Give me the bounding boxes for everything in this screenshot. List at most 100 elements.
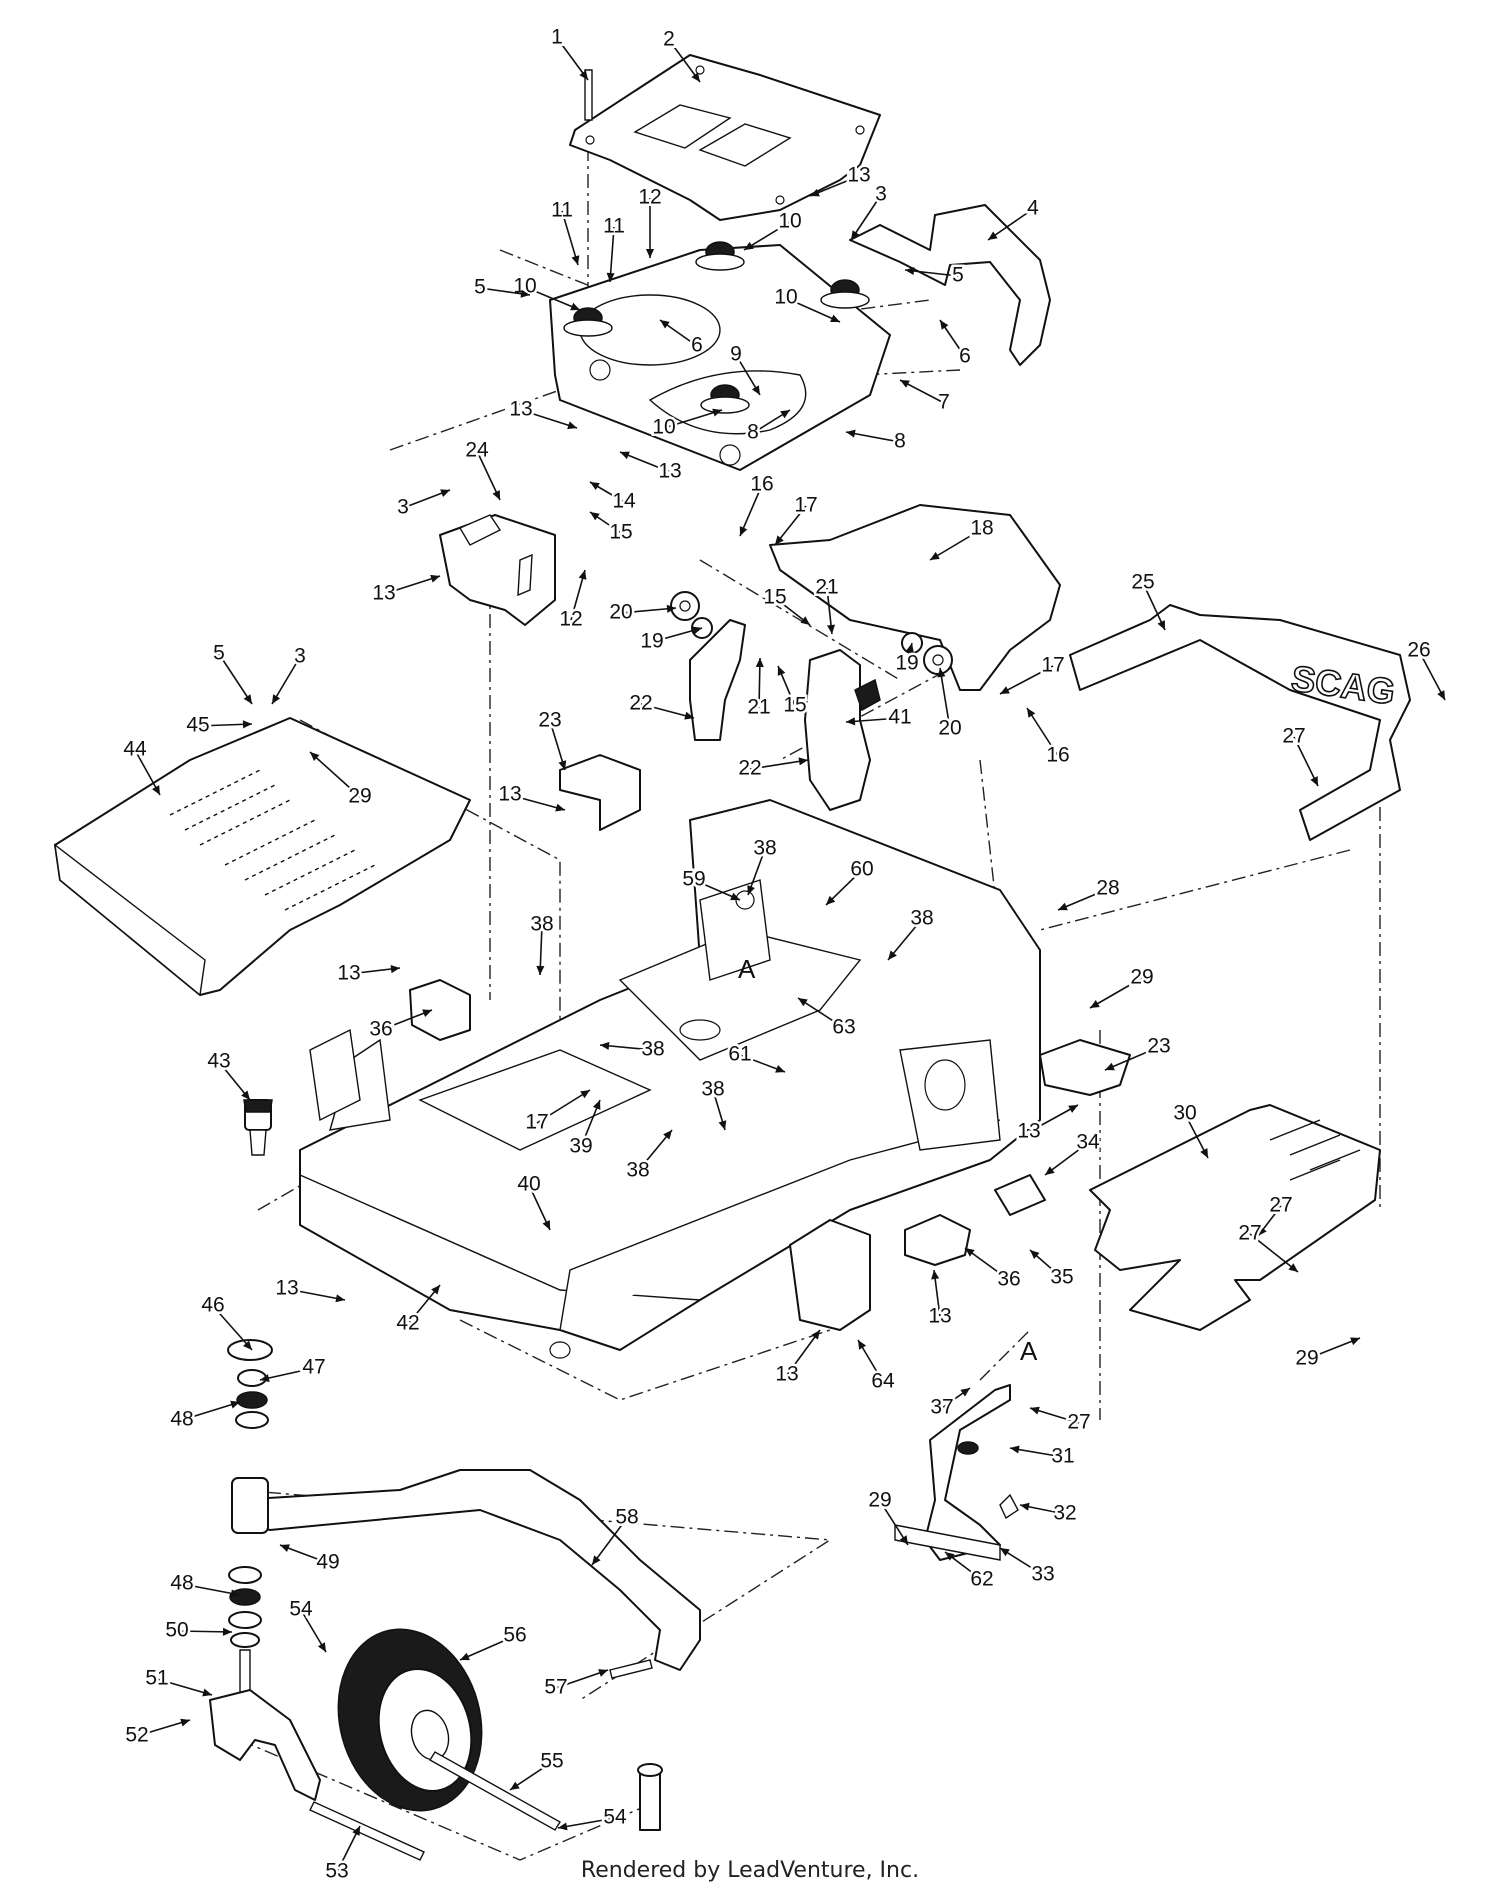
callout-arrowhead [1105, 1062, 1115, 1071]
callout-arrowhead [520, 289, 530, 298]
callout-arrowhead [180, 1718, 190, 1727]
callout-number: 6 [959, 345, 971, 368]
callout-number: 38 [641, 1038, 664, 1061]
callout-number: 25 [1131, 571, 1154, 594]
callout-arrowhead [900, 380, 910, 388]
callout-leader [609, 226, 615, 283]
callout-arrowhead [578, 570, 587, 580]
callout-number: 11 [603, 215, 625, 238]
callout-leader [520, 409, 578, 429]
callout-leader [987, 208, 1034, 241]
callout-number: 33 [1031, 1563, 1054, 1586]
callout-number: 19 [640, 630, 663, 653]
callout-arrowhead [317, 1642, 326, 1652]
callout-number: 49 [316, 1551, 339, 1574]
seat-plate-top [569, 54, 881, 221]
callout-arrowhead [571, 255, 580, 265]
callout-arrowhead [598, 1669, 608, 1677]
callout-number: 38 [753, 837, 776, 860]
callout-number: 15 [609, 521, 632, 544]
callout-leader [1028, 1104, 1079, 1133]
callout-arrowhead [846, 429, 856, 438]
callout-number: 13 [658, 460, 681, 483]
callout-number: 15 [783, 694, 806, 717]
callout-leader [561, 210, 579, 266]
callout-arrowhead [937, 668, 946, 678]
callout-number: 51 [145, 1667, 168, 1690]
callout-arrowhead [620, 451, 630, 460]
callout-number: 4 [1027, 197, 1039, 220]
callout-number: 30 [1173, 1102, 1196, 1125]
callout-number: 19 [895, 652, 918, 675]
callout-number: 18 [970, 517, 993, 540]
callout-arrowhead [851, 230, 860, 240]
callout-arrowhead [280, 1544, 290, 1552]
callout-arrowhead [1437, 690, 1445, 700]
callout-leader [1104, 1046, 1160, 1071]
seat-brackets [689, 619, 881, 811]
callout-arrowhead [718, 1120, 727, 1130]
caster-wheel [337, 1628, 483, 1812]
callout-number: 27 [1067, 1411, 1090, 1434]
callout-number: 61 [728, 1043, 751, 1066]
ref-label-frame: A [738, 954, 756, 984]
callout-arrowhead [800, 616, 810, 625]
callout-number: 37 [930, 1396, 953, 1419]
callout-number: 13 [775, 1363, 798, 1386]
callout-arrowhead [202, 1688, 212, 1697]
callout-number: 20 [938, 717, 961, 740]
callout-arrowhead [751, 385, 760, 395]
callout-number: 13 [847, 164, 870, 187]
callout-number: 21 [747, 696, 770, 719]
callout-number: 13 [1017, 1120, 1040, 1143]
callout-leader [271, 656, 301, 705]
callout-leader [939, 667, 951, 730]
callout-arrowhead [1000, 686, 1010, 694]
callout-number: 3 [294, 645, 306, 668]
callout-leader [845, 717, 901, 723]
callout-arrowhead [684, 711, 694, 720]
callout-leader [380, 1009, 433, 1031]
callout-number: 7 [938, 391, 950, 414]
callout-number: 38 [530, 913, 553, 936]
callout-arrowhead [422, 1009, 432, 1018]
callout-leader [509, 794, 566, 811]
callout-number: 23 [1147, 1035, 1170, 1058]
callout-arrowhead [242, 720, 252, 729]
callout-arrowhead [542, 1220, 550, 1230]
callout-number: 10 [774, 286, 797, 309]
callout-arrowhead [945, 1552, 955, 1561]
callout-number: 17 [525, 1111, 548, 1134]
callout-arrowhead [1027, 708, 1036, 718]
caster-arm [231, 1469, 701, 1831]
callout-arrowhead [579, 70, 588, 80]
callout-leader [555, 1669, 609, 1689]
callout-number: 16 [750, 473, 773, 496]
callout-arrowhead [1068, 1105, 1078, 1113]
callout-arrowhead [152, 785, 160, 795]
callout-arrowhead [775, 535, 784, 545]
callout-arrowhead [780, 410, 790, 419]
callout-arrowhead [590, 512, 600, 521]
callout-number: 40 [517, 1173, 540, 1196]
callout-leader [1306, 1337, 1361, 1360]
callout-arrowhead [1020, 1502, 1030, 1511]
callout-arrowhead [431, 1285, 440, 1295]
callout-arrowhead [1045, 1166, 1055, 1175]
callout-arrowhead [930, 551, 940, 560]
callout-leader [999, 665, 1054, 695]
callout-leader [1293, 736, 1319, 787]
callout-leader [181, 1583, 241, 1596]
callout-number: 27 [1282, 725, 1305, 748]
callout-arrowhead [739, 526, 748, 536]
callout-arrowhead [1288, 1263, 1298, 1272]
callout-arrowhead [590, 482, 600, 491]
callout-arrowhead [692, 626, 702, 635]
seat-base [769, 504, 1061, 691]
callout-leader [786, 1329, 821, 1376]
callout-number: 29 [868, 1489, 891, 1512]
callout-number: 12 [638, 186, 661, 209]
callout-number: 32 [1053, 1502, 1076, 1525]
callout-leader [536, 1089, 591, 1124]
